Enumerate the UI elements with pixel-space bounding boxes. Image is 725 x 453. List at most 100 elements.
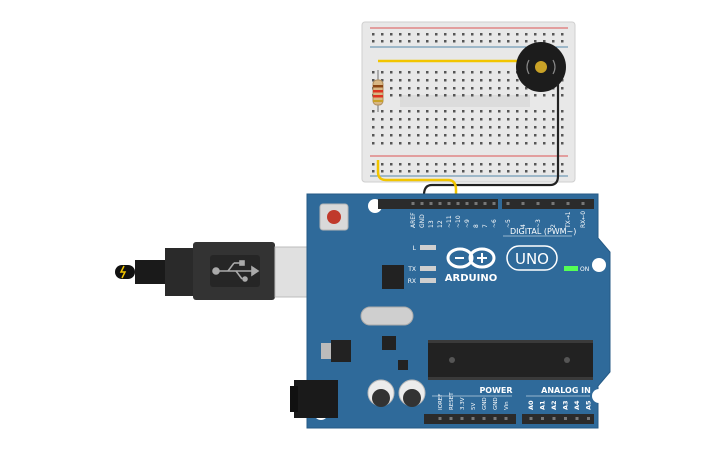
breadboard-hole bbox=[489, 87, 492, 90]
breadboard-hole bbox=[390, 87, 393, 90]
header-pin[interactable] bbox=[529, 417, 533, 420]
breadboard-hole bbox=[471, 33, 474, 36]
breadboard-hole bbox=[525, 134, 528, 137]
breadboard-hole bbox=[507, 118, 510, 121]
header-pin[interactable] bbox=[420, 202, 424, 205]
breadboard-hole bbox=[480, 94, 483, 97]
breadboard-hole bbox=[399, 87, 402, 90]
header-pin[interactable] bbox=[438, 417, 442, 420]
breadboard-hole bbox=[561, 126, 564, 129]
header-pin[interactable] bbox=[504, 417, 508, 420]
breadboard-hole bbox=[552, 118, 555, 121]
breadboard-hole bbox=[516, 163, 519, 166]
usb-icon bbox=[212, 260, 260, 282]
header-pin[interactable] bbox=[521, 202, 525, 205]
dc-power-jack[interactable] bbox=[290, 380, 338, 418]
breadboard-hole bbox=[534, 118, 537, 121]
breadboard-hole bbox=[516, 33, 519, 36]
breadboard-hole bbox=[480, 87, 483, 90]
chip-notch bbox=[564, 357, 570, 363]
lightning-icon bbox=[119, 265, 127, 279]
breadboard-hole bbox=[507, 87, 510, 90]
header-pin[interactable] bbox=[506, 202, 510, 205]
breadboard-hole bbox=[480, 110, 483, 113]
header-pin[interactable] bbox=[474, 202, 478, 205]
breadboard-hole bbox=[417, 79, 420, 82]
breadboard-hole bbox=[426, 142, 429, 145]
breadboard-hole bbox=[516, 40, 519, 43]
header-pin[interactable] bbox=[447, 202, 451, 205]
breadboard-hole bbox=[390, 33, 393, 36]
piezo-buzzer[interactable] bbox=[516, 42, 566, 92]
breadboard-hole bbox=[399, 163, 402, 166]
header-pin[interactable] bbox=[564, 417, 567, 420]
breadboard-hole bbox=[390, 110, 393, 113]
breadboard-hole bbox=[417, 94, 420, 97]
breadboard-hole bbox=[408, 110, 411, 113]
breadboard-hole bbox=[381, 71, 384, 74]
pin-label: 3.3V bbox=[460, 397, 466, 410]
model-text: UNO bbox=[515, 250, 549, 268]
header-pin[interactable] bbox=[411, 202, 415, 205]
breadboard-hole bbox=[417, 163, 420, 166]
breadboard-hole bbox=[408, 163, 411, 166]
pin-label: IOREF bbox=[438, 394, 444, 410]
small-chip bbox=[382, 336, 396, 350]
breadboard-holes bbox=[372, 33, 564, 173]
breadboard-hole bbox=[552, 163, 555, 166]
header-pin[interactable] bbox=[581, 202, 585, 205]
breadboard-hole bbox=[507, 40, 510, 43]
breadboard-hole bbox=[408, 94, 411, 97]
resistor[interactable] bbox=[372, 70, 384, 112]
breadboard-hole bbox=[444, 87, 447, 90]
breadboard-hole bbox=[561, 94, 564, 97]
header-pin[interactable] bbox=[551, 202, 555, 205]
header-pin[interactable] bbox=[465, 202, 469, 205]
breadboard-hole bbox=[453, 118, 456, 121]
breadboard-hole bbox=[417, 71, 420, 74]
breadboard-hole bbox=[444, 118, 447, 121]
breadboard-hole bbox=[534, 126, 537, 129]
header-pin[interactable] bbox=[429, 202, 433, 205]
header-pin[interactable] bbox=[492, 202, 496, 205]
header-pin[interactable] bbox=[471, 417, 475, 420]
bottom-pin-holes bbox=[438, 417, 590, 420]
yellow-wire[interactable] bbox=[376, 160, 458, 207]
breadboard-hole bbox=[471, 170, 474, 173]
breadboard-hole bbox=[408, 134, 411, 137]
breadboard-hole bbox=[372, 163, 375, 166]
breadboard-hole bbox=[399, 110, 402, 113]
breadboard-hole bbox=[390, 79, 393, 82]
breadboard-hole bbox=[390, 40, 393, 43]
breadboard-hole bbox=[453, 71, 456, 74]
breadboard-hole bbox=[381, 163, 384, 166]
header-pin[interactable] bbox=[456, 202, 460, 205]
chip-pins bbox=[428, 340, 593, 343]
header-pin[interactable] bbox=[438, 202, 442, 205]
led-rx-label: RX bbox=[408, 278, 416, 285]
header-pin[interactable] bbox=[566, 202, 570, 205]
pin-label: A2 bbox=[550, 400, 558, 410]
black-wire[interactable] bbox=[422, 84, 560, 207]
breadboard-hole bbox=[417, 126, 420, 129]
breadboard-hole bbox=[534, 163, 537, 166]
header-pin[interactable] bbox=[552, 417, 556, 420]
breadboard-hole bbox=[444, 79, 447, 82]
breadboard-hole bbox=[552, 110, 555, 113]
header-pin[interactable] bbox=[482, 417, 486, 420]
header-pin[interactable] bbox=[449, 417, 453, 420]
reset-button[interactable] bbox=[319, 203, 349, 231]
breadboard-hole bbox=[561, 118, 564, 121]
header-pin[interactable] bbox=[536, 202, 540, 205]
breadboard-hole bbox=[417, 33, 420, 36]
header-pin[interactable] bbox=[460, 417, 464, 420]
header-pin[interactable] bbox=[483, 202, 487, 205]
header-pin[interactable] bbox=[575, 417, 579, 420]
header-pin[interactable] bbox=[493, 417, 497, 420]
header-pin[interactable] bbox=[541, 417, 544, 420]
voltage-regulator bbox=[321, 340, 351, 362]
breadboard-hole bbox=[417, 170, 420, 173]
header-pin[interactable] bbox=[587, 417, 590, 420]
